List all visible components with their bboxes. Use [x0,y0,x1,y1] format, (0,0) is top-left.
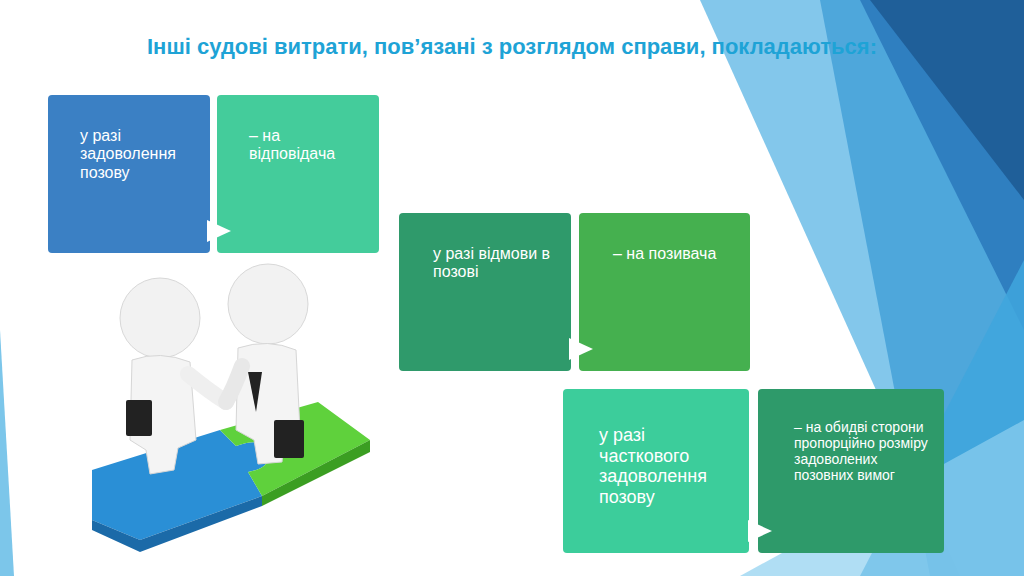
figure-left [120,278,226,474]
condition-box: у разі часткового задоволення позову [563,389,749,553]
result-box: – на обидві сторони пропорційно розміру … [758,389,944,553]
connector-line [571,348,579,350]
figure-right [226,264,308,464]
connector-line [749,530,758,532]
result-box: – на позивача [579,213,750,371]
condition-box: у разі задоволення позову [48,95,210,253]
box-text: – на позивача [613,245,740,263]
box-text: у разі часткового задоволення позову [599,425,737,508]
condition-box: у разі відмови в позові [399,213,571,371]
box-text: у разі задоволення позову [80,127,196,182]
box-text: у разі відмови в позові [433,245,561,282]
slide-title: Інші судові витрати, пов’язані з розгляд… [40,34,984,60]
bg-band [870,0,1024,200]
result-box: – на відповідача [217,95,379,253]
box-text: – на відповідача [249,127,365,164]
box-text: – на обидві сторони пропорційно розміру … [794,419,934,483]
bg-band [0,330,14,576]
connector-line [210,230,217,232]
